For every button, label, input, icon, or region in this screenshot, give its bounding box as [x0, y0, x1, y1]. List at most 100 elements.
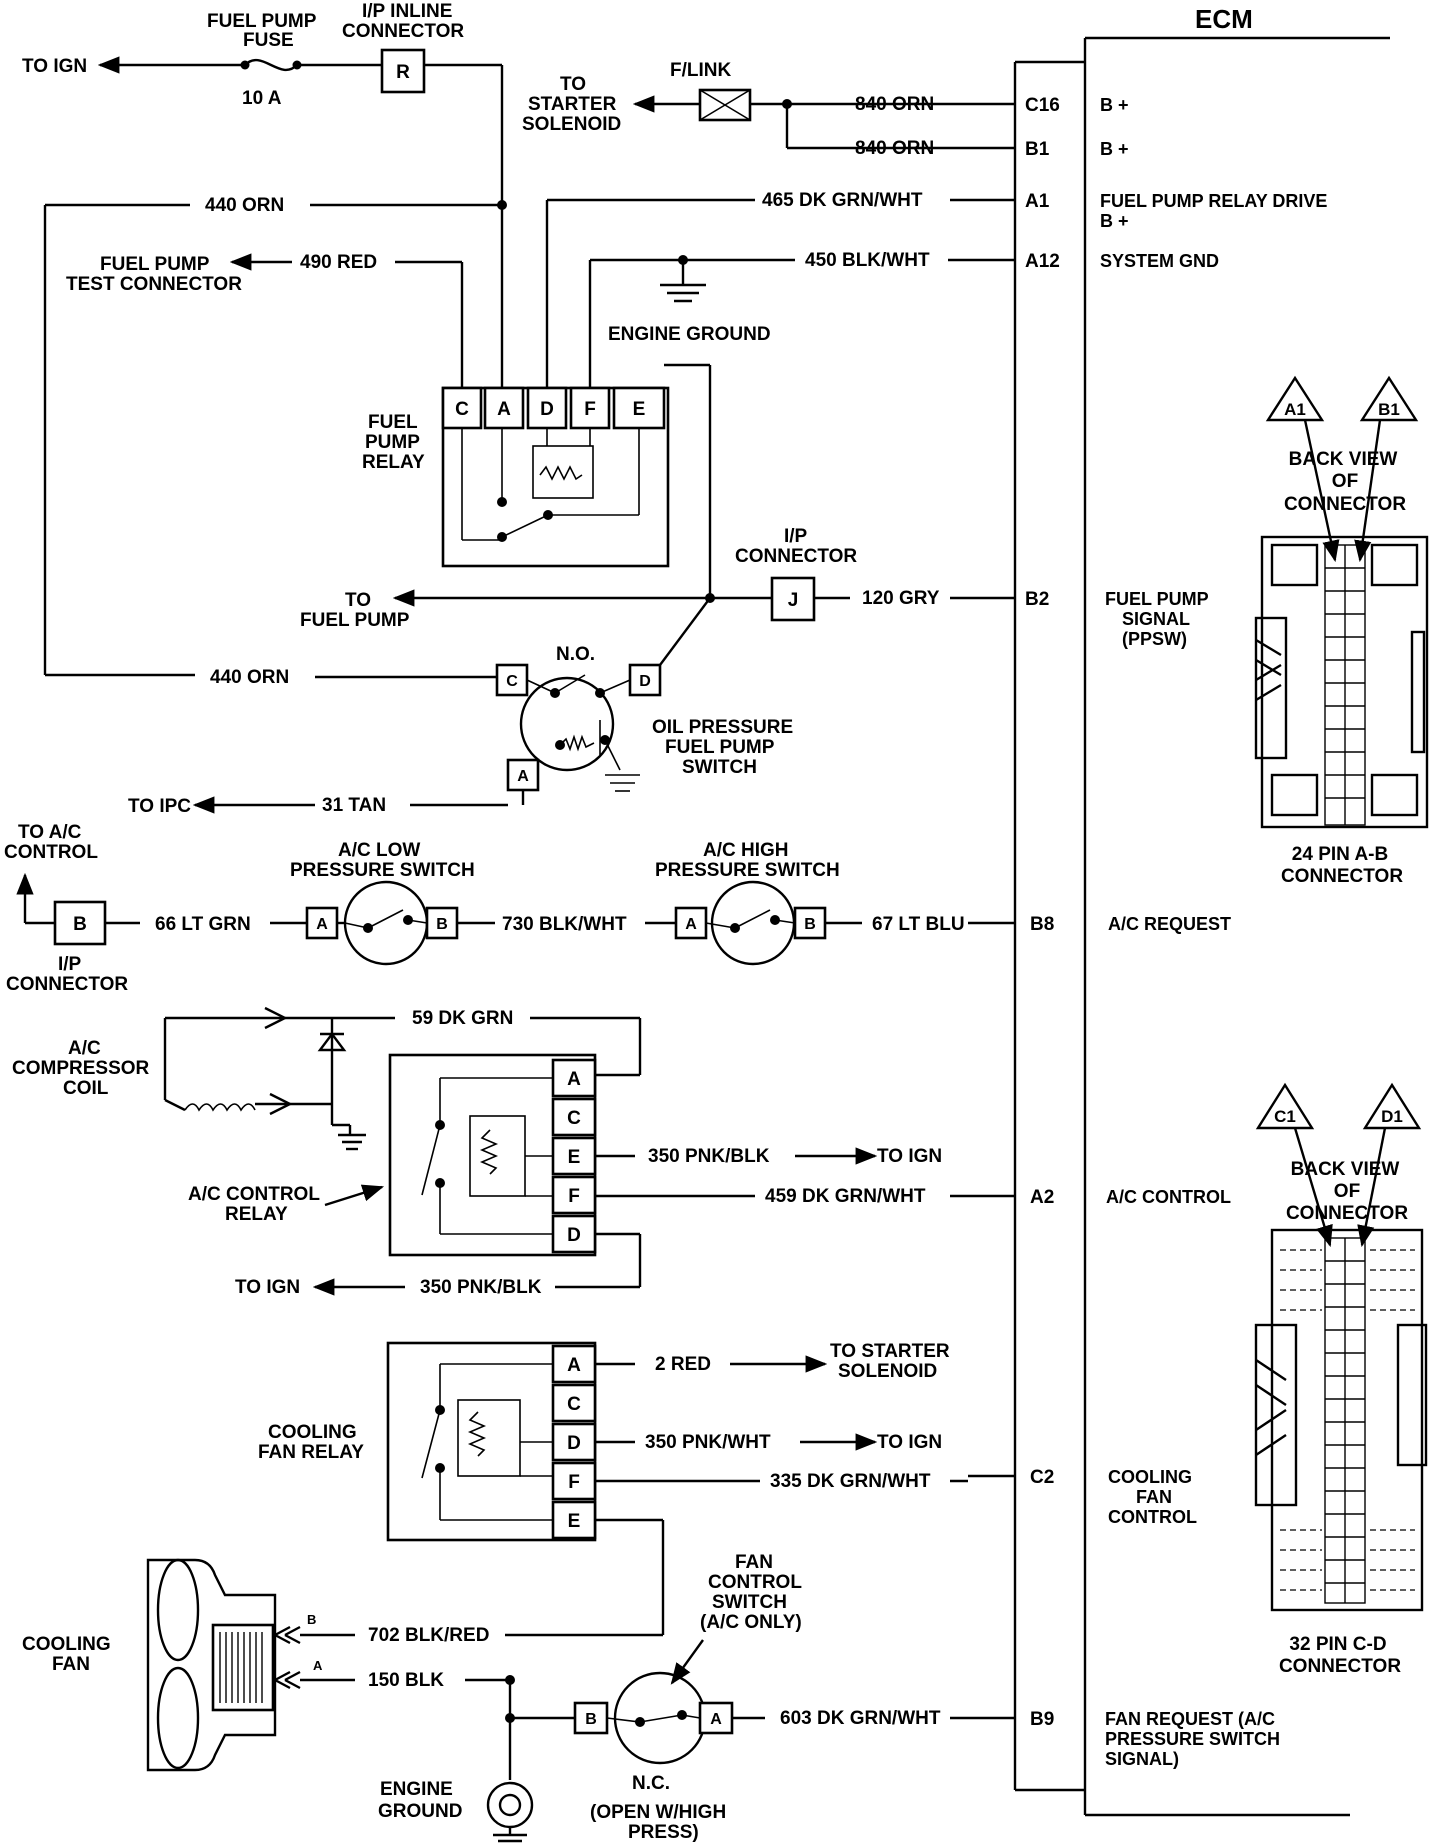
ecm-pin-b2: B2 FUEL PUMP SIGNAL (PPSW): [968, 589, 1209, 649]
ac-relay-label-2: RELAY: [225, 1204, 288, 1225]
ac-relay-to-ign-left: TO IGN: [235, 1277, 300, 1298]
fuel-pump-relay-pins: C A D F E: [441, 386, 666, 430]
low-switch-label-1: A/C LOW: [338, 840, 420, 861]
fusible-link-circuit: F/LINK TO STARTER SOLENOID 840 ORN 840 O…: [522, 60, 968, 159]
ip-inline-connector-r: [380, 48, 426, 94]
pin-function: COOLING: [1108, 1467, 1192, 1487]
connector-ab-24pin: A1 B1 BACK VIEW OF CONNECTOR: [1254, 375, 1429, 887]
high-switch-label-2: PRESSURE SWITCH: [655, 860, 840, 881]
pin-function: B +: [1100, 95, 1129, 115]
oil-switch-pin-d-label: D: [639, 673, 651, 690]
ecm-pin-a1: A1 FUEL PUMP RELAY DRIVE B +: [968, 191, 1327, 231]
ecm-title: ECM: [1195, 4, 1253, 34]
connector-ab-back-2: OF: [1332, 471, 1358, 492]
ac-relay-pin-c: C: [567, 1108, 581, 1129]
ac-compressor-coil: A/C COMPRESSOR COIL 59 DK GRN: [12, 1006, 642, 1151]
pin-label: B2: [1025, 589, 1049, 610]
relay-pin-a: A: [497, 399, 511, 420]
fuse-label-1: FUEL PUMP: [207, 11, 317, 32]
wire-702: 702 BLK/RED: [368, 1625, 489, 1646]
wire-59: 59 DK GRN: [412, 1008, 513, 1029]
fan-relay-starter-2: SOLENOID: [838, 1361, 937, 1382]
low-switch-label-2: PRESSURE SWITCH: [290, 860, 475, 881]
ecm-pin-b9: B9 FAN REQUEST (A/C PRESSURE SWITCH SIGN…: [968, 1709, 1280, 1769]
pin-label: C16: [1025, 95, 1060, 116]
ac-control-relay: A C E F D 350 PNK/BLK TO IGN 459 DK GRN/…: [188, 1053, 968, 1298]
wire-350-fan: 350 PNK/WHT: [645, 1432, 771, 1453]
relay-pin-f: F: [584, 399, 596, 420]
ecm-pin-c2: C2 COOLING FAN CONTROL: [968, 1467, 1197, 1527]
pin-function-line3: SIGNAL): [1105, 1749, 1179, 1769]
compressor-label-1: A/C: [68, 1038, 101, 1059]
compressor-label-3: COIL: [63, 1078, 109, 1099]
connector-cd-name-2: CONNECTOR: [1279, 1656, 1401, 1677]
starter-label-1: TO: [560, 74, 586, 95]
engine-ground-label-2: GROUND: [378, 1801, 462, 1822]
fan-switch-open-1: (OPEN W/HIGH: [590, 1802, 726, 1823]
ac-low-pressure-switch: A B A/C LOW PRESSURE SWITCH: [290, 840, 475, 966]
pin-function: A/C REQUEST: [1108, 914, 1231, 934]
fuel-pump-relay-label-2: PUMP: [365, 432, 420, 453]
ac-relay-pin-d: D: [567, 1225, 581, 1246]
pin-function-line2: FAN: [1136, 1487, 1172, 1507]
starter-label-2: STARTER: [528, 94, 617, 115]
fuel-pump-relay-label-3: RELAY: [362, 452, 425, 473]
pin-function-line3: (PPSW): [1122, 629, 1187, 649]
fan-relay-pin-e: E: [568, 1511, 581, 1532]
wire-67: 67 LT BLU: [872, 914, 965, 935]
fan-relay-label-2: FAN RELAY: [258, 1442, 364, 1463]
connector-ab-back-3: CONNECTOR: [1284, 494, 1406, 515]
fan-relay-pin-c: C: [567, 1394, 581, 1415]
cooling-fan-relay: A C D F E 2 RED TO STARTER SOLENOID 350 …: [258, 1341, 968, 1635]
ac-relay-pin-f: F: [568, 1186, 580, 1207]
fan-switch-label-1: FAN: [735, 1552, 773, 1573]
high-switch-label-1: A/C HIGH: [703, 840, 789, 861]
fan-control-switch: B A 603 DK GRN/WHT FAN CONTROL SWITCH (A…: [573, 1552, 968, 1843]
ip-connector-b-label-2: CONNECTOR: [6, 974, 128, 995]
connector-cd-c1: C1: [1274, 1107, 1296, 1126]
fan-switch-open-2: PRESS): [628, 1822, 699, 1843]
fan-switch-label-2: CONTROL: [708, 1572, 802, 1593]
to-ipc-label: TO IPC: [128, 796, 191, 817]
starter-label-3: SOLENOID: [522, 114, 621, 135]
fuel-pump-relay: C A D F E FUEL PUMP RELAY: [362, 386, 670, 568]
wire-31: 31 TAN: [322, 795, 386, 816]
pin-label: C2: [1030, 1467, 1054, 1488]
connector-ab-b1: B1: [1378, 400, 1400, 419]
ac-high-pressure-switch: A B A/C HIGH PRESSURE SWITCH: [655, 840, 840, 966]
engine-ground-bottom: ENGINE GROUND: [378, 1779, 534, 1843]
fuse-label-2: FUSE: [243, 30, 294, 51]
flink-label: F/LINK: [670, 60, 731, 81]
fan-pin-b: B: [307, 1612, 316, 1627]
to-ign-label: TO IGN: [22, 56, 87, 77]
wire-603: 603 DK GRN/WHT: [780, 1708, 941, 1729]
to-ac-control-1: TO A/C: [18, 822, 82, 843]
pin-label: B1: [1025, 139, 1050, 160]
high-switch-pin-a: A: [685, 916, 697, 933]
wire-450: 450 BLK/WHT: [805, 250, 930, 271]
connector-cd-back-1: BACK VIEW: [1291, 1159, 1400, 1180]
ac-request-circuit: TO A/C CONTROL B I/P CONNECTOR 66 LT GRN…: [4, 822, 965, 995]
ip-connector-j-pin: J: [788, 590, 799, 611]
connector-cd-d1: D1: [1381, 1107, 1403, 1126]
ecm-pin-c16: C16 B +: [968, 95, 1129, 116]
oil-switch-pin-c: [495, 663, 529, 697]
wire-840-b1: 840 ORN: [855, 138, 934, 159]
ac-relay-to-ign: TO IGN: [877, 1146, 942, 1167]
wire-465: 465 DK GRN/WHT: [762, 190, 923, 211]
wire-350-d: 350 PNK/BLK: [420, 1277, 542, 1298]
fan-switch-nc: N.C.: [632, 1773, 670, 1794]
low-switch-pin-b: B: [436, 916, 448, 933]
fan-switch-label-4: (A/C ONLY): [700, 1612, 802, 1633]
connector-cd-pin-grid: [1280, 1249, 1415, 1591]
engine-ground-label: ENGINE GROUND: [608, 324, 771, 345]
wire-459: 459 DK GRN/WHT: [765, 1186, 926, 1207]
wire-840-c16: 840 ORN: [855, 94, 934, 115]
connector-cd-32pin: C1 D1 BACK VIEW OF CONNECTOR: [1254, 1082, 1428, 1677]
connector-ab-name-2: CONNECTOR: [1281, 866, 1403, 887]
pin-function: A/C CONTROL: [1106, 1187, 1231, 1207]
connector-cd-back-2: OF: [1334, 1181, 1360, 1202]
to-ac-control-2: CONTROL: [4, 842, 98, 863]
pin-function-line3: CONTROL: [1108, 1507, 1197, 1527]
